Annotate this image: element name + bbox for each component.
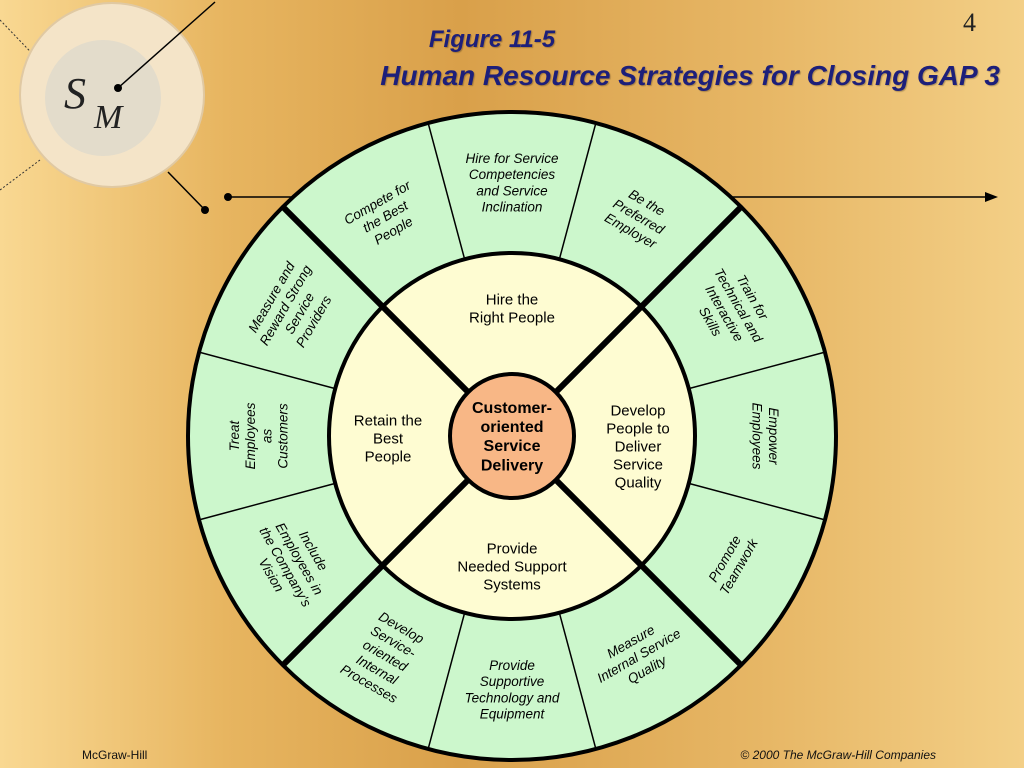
outer-label-empower: EmpowerEmployees <box>750 403 781 470</box>
outer-segment-divider <box>558 612 597 750</box>
outer-label-preferred-employer: Be thePreferredEmployer <box>602 182 676 252</box>
outer-segment-divider <box>688 482 826 521</box>
logo-letter-m: M <box>93 99 124 136</box>
slide-number: 4 <box>963 8 976 37</box>
quadrant-divider <box>280 477 471 668</box>
outer-label-compete: Compete forthe BestPeople <box>341 177 429 255</box>
quadrant-divider <box>280 204 471 395</box>
outer-label-treat-customers: TreatEmployeesasCustomers <box>227 402 291 469</box>
center-circle <box>448 372 576 500</box>
figure-label: Figure 11-5 <box>428 26 556 53</box>
quadrant-divider <box>553 477 744 668</box>
logo-letter-s: S <box>64 69 86 118</box>
outer-label-internal-processes: DevelopService-orientedInternalProcesses <box>338 605 433 706</box>
footer-publisher: McGraw-Hill <box>82 748 148 762</box>
page-title: Human Resource Strategies for Closing GA… <box>380 60 1000 91</box>
outer-segment-divider <box>427 122 466 260</box>
outer-segment-divider <box>558 122 597 260</box>
outer-segment-divider <box>427 612 466 750</box>
outer-segment-divider <box>198 351 336 390</box>
outer-segment-divider <box>688 351 826 390</box>
outer-segment-divider <box>198 482 336 521</box>
sm-logo: S M <box>0 1 216 214</box>
footer-copyright: © 2000 The McGraw-Hill Companies <box>740 748 936 762</box>
quadrant-divider <box>553 204 744 395</box>
